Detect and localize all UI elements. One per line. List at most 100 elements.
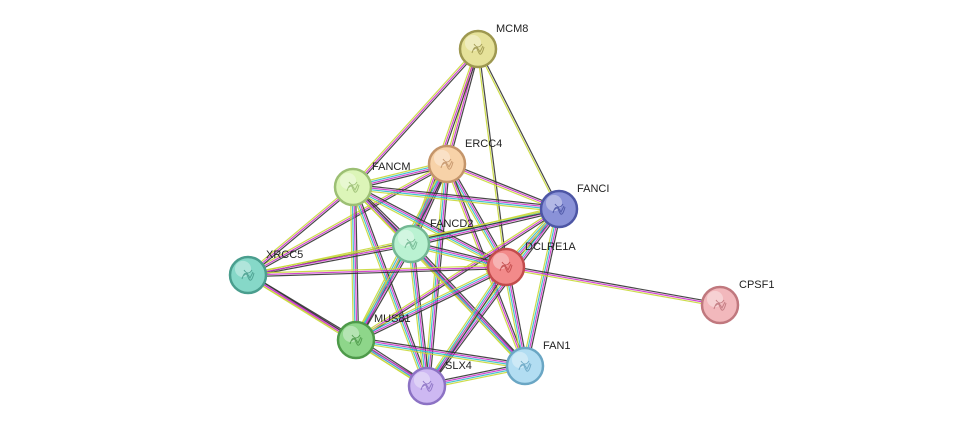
- node-cpsf1[interactable]: CPSF1: [700, 279, 774, 325]
- node-label: MUS81: [374, 313, 411, 325]
- edge-line: [476, 49, 559, 210]
- edge-line: [428, 268, 509, 388]
- node-label: DCLRE1A: [525, 241, 576, 253]
- edge-line: [448, 49, 481, 165]
- edge-line: [428, 210, 562, 388]
- protein-structure-icon: [241, 269, 255, 281]
- edge-fancm-mus81[interactable]: [349, 186, 360, 341]
- node-label: FANCI: [577, 183, 609, 195]
- node-label: FANCM: [372, 161, 411, 173]
- edge-line: [246, 185, 353, 275]
- edge-line: [446, 163, 560, 210]
- edge-line: [248, 187, 355, 277]
- node-highlight: [545, 194, 563, 212]
- node-mcm8[interactable]: MCM8: [458, 23, 528, 69]
- edge-dclre1a-slx4[interactable]: [424, 265, 509, 388]
- edge-line: [247, 241, 411, 274]
- edge-fancd2-xrcc5[interactable]: [247, 241, 412, 278]
- protein-structure-icon: [346, 181, 360, 193]
- node-fan1[interactable]: FAN1: [505, 340, 571, 386]
- edge-line: [352, 187, 559, 211]
- edge-fanci-fan1[interactable]: [521, 208, 563, 367]
- edge-line: [506, 264, 721, 304]
- protein-structure-icon: [499, 261, 513, 273]
- edge-line: [352, 187, 506, 269]
- protein-structure-icon: [471, 43, 485, 55]
- edge-dclre1a-xrcc5[interactable]: [247, 264, 507, 278]
- edge-line: [247, 243, 412, 276]
- edge-line: [425, 266, 506, 386]
- edge-line: [424, 265, 505, 385]
- edge-line: [523, 208, 559, 366]
- node-label: XRCC5: [266, 249, 303, 261]
- protein-structure-icon: [349, 334, 363, 346]
- edge-ercc4-xrcc5[interactable]: [246, 161, 449, 278]
- edge-line: [411, 210, 560, 248]
- edge-mus81-fan1[interactable]: [355, 336, 526, 370]
- node-highlight: [342, 325, 360, 343]
- edge-line: [521, 208, 558, 366]
- edge-line: [352, 48, 479, 188]
- edge-line: [478, 48, 508, 267]
- node-fanci[interactable]: FANCI: [539, 183, 609, 229]
- node-fancm[interactable]: FANCM: [333, 161, 411, 207]
- edge-line: [354, 207, 559, 340]
- node-fancd2[interactable]: FANCD2: [391, 218, 473, 264]
- edge-line: [525, 209, 561, 367]
- edge-line: [351, 188, 506, 270]
- edge-line: [356, 338, 526, 366]
- edge-line: [353, 183, 560, 208]
- edge-line: [349, 187, 355, 341]
- node-highlight: [339, 172, 357, 190]
- node-highlight: [413, 371, 431, 389]
- node-mus81[interactable]: MUS81: [336, 313, 411, 360]
- edge-mcm8-fancm[interactable]: [351, 47, 480, 189]
- edge-fancm-xrcc5[interactable]: [246, 185, 355, 277]
- edge-line: [247, 163, 448, 276]
- node-label: FANCD2: [430, 218, 473, 230]
- edge-line: [353, 186, 429, 386]
- node-xrcc5[interactable]: XRCC5: [228, 249, 303, 295]
- node-label: CPSF1: [739, 279, 774, 291]
- edge-line: [354, 264, 506, 339]
- edge-line: [355, 208, 560, 341]
- edge-mcm8-dclre1a[interactable]: [476, 48, 508, 268]
- node-ercc4[interactable]: ERCC4: [427, 138, 502, 184]
- node-label: SLX4: [445, 360, 472, 372]
- edge-line: [356, 268, 508, 343]
- node-slx4[interactable]: SLX4: [407, 360, 472, 406]
- edge-line: [526, 209, 563, 367]
- edge-line: [247, 264, 506, 274]
- edge-line: [353, 185, 507, 267]
- edge-mcm8-fanci[interactable]: [476, 48, 561, 210]
- edge-fancm-dclre1a[interactable]: [351, 184, 508, 270]
- edge-line: [351, 187, 356, 341]
- node-highlight: [397, 229, 415, 247]
- node-highlight: [706, 290, 724, 308]
- node-highlight: [433, 149, 451, 167]
- node-highlight: [511, 351, 529, 369]
- edge-line: [505, 266, 721, 306]
- edge-line: [412, 243, 431, 386]
- node-dclre1a[interactable]: DCLRE1A: [486, 241, 576, 287]
- edge-line: [353, 184, 508, 266]
- node-label: FAN1: [543, 340, 571, 352]
- node-highlight: [234, 260, 252, 278]
- edge-fancm-fanci[interactable]: [352, 183, 560, 213]
- protein-structure-icon: [552, 203, 566, 215]
- edge-line: [352, 188, 559, 213]
- edge-line: [409, 244, 525, 367]
- edge-ercc4-fanci[interactable]: [446, 161, 560, 212]
- edge-dclre1a-mus81[interactable]: [354, 264, 508, 343]
- protein-structure-icon: [440, 158, 454, 170]
- edge-line: [355, 340, 525, 368]
- edge-line: [446, 165, 559, 212]
- edge-line: [505, 268, 720, 308]
- protein-structure-icon: [713, 299, 727, 311]
- node-highlight: [492, 252, 510, 270]
- edge-dclre1a-cpsf1[interactable]: [505, 264, 721, 308]
- edge-fancd2-fan1[interactable]: [408, 241, 528, 369]
